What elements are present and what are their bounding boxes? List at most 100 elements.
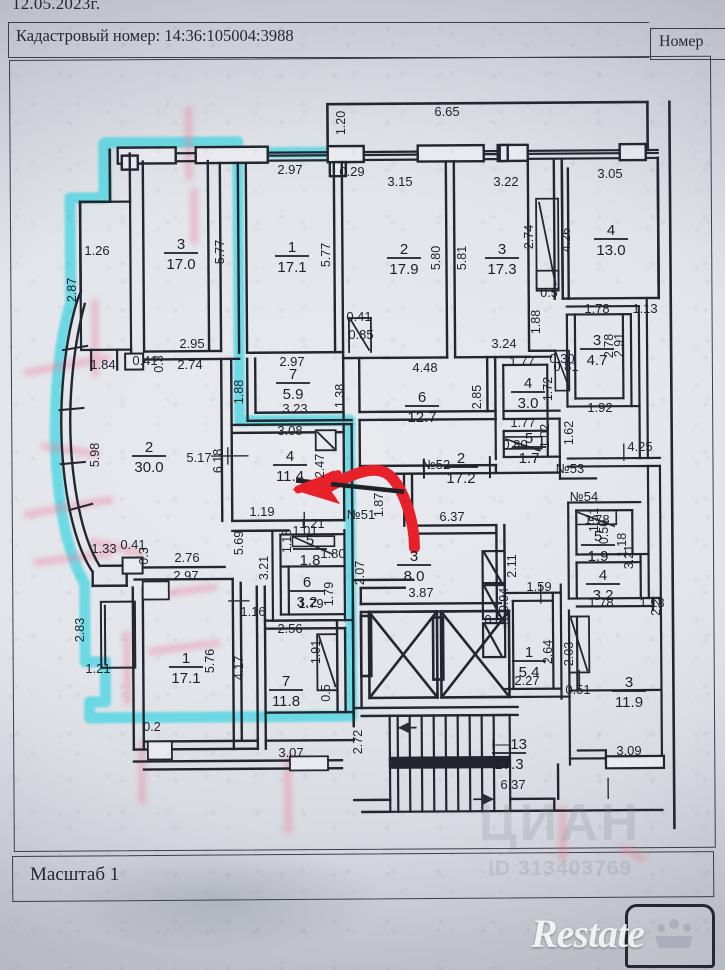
room-area: 17.9 bbox=[389, 261, 418, 278]
dimension-label: 0.41 bbox=[132, 353, 157, 368]
dimension-label-vertical: 3.21 bbox=[622, 545, 636, 569]
dimension-label: 1.13 bbox=[639, 595, 664, 610]
room-number: 2 bbox=[457, 450, 465, 467]
room-label: 63.2 bbox=[290, 574, 324, 611]
cyan-highlight-annotation bbox=[49, 136, 358, 724]
room-label: 43.0 bbox=[511, 375, 545, 412]
dimension-label: 6.37 bbox=[439, 509, 464, 524]
dimension-label-vertical: 5.77 bbox=[319, 243, 333, 267]
nomer-label: Номер bbox=[659, 33, 704, 50]
room-area: 12.7 bbox=[407, 409, 436, 426]
dimension-label: 2.74 bbox=[177, 357, 202, 372]
room-number: 5 bbox=[525, 430, 533, 447]
dimension-label: 0.2 bbox=[143, 720, 160, 734]
room-area: 17.3 bbox=[487, 261, 516, 278]
dimension-label-vertical: 1.18 bbox=[280, 529, 294, 553]
dimension-label-vertical: 0.3 bbox=[137, 547, 151, 564]
dimension-label: 1.78 bbox=[584, 301, 609, 316]
dimension-label-vertical: 1.20 bbox=[334, 111, 348, 135]
staircase bbox=[388, 713, 512, 813]
room-label: 217.9 bbox=[387, 241, 421, 278]
room-area: 4.7 bbox=[587, 352, 608, 369]
dimension-label: 2.97 bbox=[277, 162, 302, 177]
dimension-label: 1.21 bbox=[299, 516, 324, 531]
dimension-label: 1.77 bbox=[509, 354, 534, 369]
dimension-label-vertical: 4.26 bbox=[559, 228, 573, 252]
dimension-label-vertical: 0.3 bbox=[152, 355, 166, 372]
dimension-label-vertical: 1.18 bbox=[615, 533, 629, 557]
dimension-label: 3.24 bbox=[491, 336, 516, 351]
dimension-label: 1.13 bbox=[632, 301, 657, 316]
room-area: 1.8 bbox=[300, 552, 321, 569]
dimension-label-vertical: 0.94 bbox=[497, 588, 511, 612]
room-label: 51.8 bbox=[293, 532, 327, 569]
room-number: 2 bbox=[145, 439, 153, 456]
room-label: 217.2 bbox=[444, 450, 478, 487]
scale-label: Масштаб 1 bbox=[30, 864, 120, 885]
room-label: 311.9 bbox=[612, 674, 646, 711]
dimension-label: 5.17 bbox=[186, 450, 211, 465]
room-area: 11.4 bbox=[276, 468, 304, 485]
room-number: 3 bbox=[593, 332, 601, 349]
room-area: 11.8 bbox=[272, 693, 300, 710]
dimension-label-vertical: 1.62 bbox=[562, 421, 576, 445]
room-label: 411.4 bbox=[273, 448, 307, 485]
dimension-label-vertical: 5.77 bbox=[213, 240, 227, 264]
dimension-label: 4.25 bbox=[627, 439, 652, 454]
room-area: 3.0 bbox=[518, 395, 539, 412]
dimension-label-vertical: 2.2 bbox=[649, 598, 663, 615]
dimension-label: 1.01 bbox=[292, 523, 317, 538]
dimension-label-vertical: 2.78 bbox=[602, 334, 616, 358]
door-number-label: №53 bbox=[556, 461, 584, 476]
dimension-label: 0.41 bbox=[346, 309, 371, 324]
dimension-label-vertical: 1.87 bbox=[372, 493, 386, 517]
room-number: 1 bbox=[525, 644, 533, 661]
dimension-label: 0.51 bbox=[565, 682, 590, 697]
dimension-label-vertical: 0.50 bbox=[597, 520, 611, 544]
room-area: 1.7 bbox=[519, 450, 540, 467]
dimension-label: 1.26 bbox=[84, 243, 109, 258]
room-area: 30.0 bbox=[134, 459, 163, 476]
dimension-label: 0.88 bbox=[484, 612, 509, 627]
dimension-label-vertical: 2.87 bbox=[65, 278, 79, 302]
dimension-label-vertical: 5.98 bbox=[88, 443, 102, 467]
dimension-label: 3.08 bbox=[277, 423, 302, 438]
room-area: 3.2 bbox=[593, 587, 614, 604]
room-label: 612.7 bbox=[405, 389, 439, 426]
room-number: I—13 bbox=[491, 736, 527, 753]
room-number: 3 bbox=[498, 241, 506, 258]
room-label: 15.4 bbox=[512, 644, 546, 681]
dimension-label: 1.77 bbox=[510, 415, 535, 430]
room-area: 17.1 bbox=[277, 259, 306, 276]
dimension-label-vertical: 1.51 bbox=[587, 508, 601, 532]
room-label: I—13 17.3 bbox=[491, 736, 527, 773]
dimension-label: 1.92 bbox=[587, 400, 612, 415]
dimension-label-vertical: 2.72 bbox=[351, 730, 365, 754]
dimension-label: 4.48 bbox=[412, 360, 437, 375]
dimension-label: 1.33 bbox=[91, 541, 116, 556]
dimension-label: 2.97 bbox=[279, 354, 304, 369]
dimension-label: 0.85 bbox=[348, 327, 373, 342]
room-label: 51.7 bbox=[512, 430, 546, 467]
pink-marker-annotation bbox=[22, 105, 647, 863]
dimension-label-vertical: 4.17 bbox=[232, 656, 246, 680]
room-label: 317.0 bbox=[164, 236, 198, 273]
dimension-label-vertical: 6.18 bbox=[211, 449, 225, 473]
dimension-label-vertical: 2.47 bbox=[313, 454, 327, 478]
room-number: 3 bbox=[177, 236, 185, 253]
door-number-label: №51 bbox=[347, 507, 375, 522]
room-area: 17.3 bbox=[494, 756, 523, 773]
wall-linework bbox=[58, 100, 676, 830]
room-number: 5 bbox=[306, 532, 314, 549]
dimension-label: 1.80 bbox=[320, 546, 345, 561]
room-number: 3 bbox=[410, 548, 418, 565]
dimension-label: 1.19 bbox=[249, 504, 274, 519]
room-area: 17.2 bbox=[446, 470, 475, 487]
room-area: 17.0 bbox=[166, 256, 195, 273]
door-number-label: №52 bbox=[422, 457, 450, 472]
dimension-label-vertical: 1.91 bbox=[309, 640, 323, 664]
dimension-label-vertical: 1.79 bbox=[322, 582, 336, 606]
room-number: 3 bbox=[625, 674, 633, 691]
dimension-label: 0.41 bbox=[120, 537, 145, 552]
